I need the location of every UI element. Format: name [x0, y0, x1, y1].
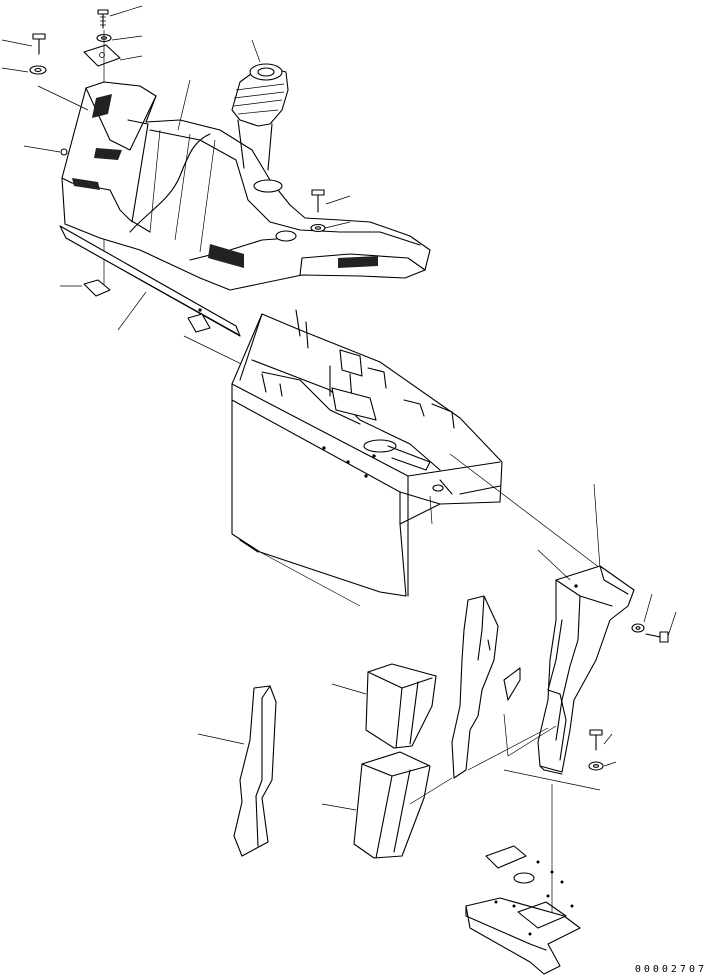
- lower-bolt[interactable]: [589, 729, 603, 751]
- floor-plate[interactable]: [465, 845, 581, 975]
- top-bolt[interactable]: [97, 9, 109, 29]
- top-cover-plate[interactable]: [83, 44, 121, 67]
- left-washer[interactable]: [29, 65, 47, 75]
- side-washer[interactable]: [631, 623, 645, 633]
- upper-cushion[interactable]: [365, 663, 437, 749]
- lower-washer[interactable]: [588, 761, 604, 771]
- operator-stand[interactable]: [231, 309, 503, 597]
- side-cover[interactable]: [537, 565, 635, 775]
- vertical-panel[interactable]: [451, 595, 499, 779]
- side-bolt[interactable]: [645, 631, 669, 643]
- bar-clip[interactable]: [187, 313, 211, 333]
- console-housing[interactable]: [61, 81, 431, 291]
- rubber-boot[interactable]: [231, 63, 289, 171]
- small-bracket[interactable]: [83, 279, 111, 297]
- lower-cushion[interactable]: [353, 751, 431, 859]
- long-pad[interactable]: [233, 685, 277, 857]
- drawing-code: 00002707: [634, 964, 707, 975]
- right-bolt[interactable]: [311, 189, 325, 213]
- right-washer[interactable]: [310, 223, 326, 233]
- mounting-bar[interactable]: [59, 225, 241, 337]
- left-bolt[interactable]: [32, 33, 46, 55]
- clip-strip[interactable]: [503, 667, 521, 701]
